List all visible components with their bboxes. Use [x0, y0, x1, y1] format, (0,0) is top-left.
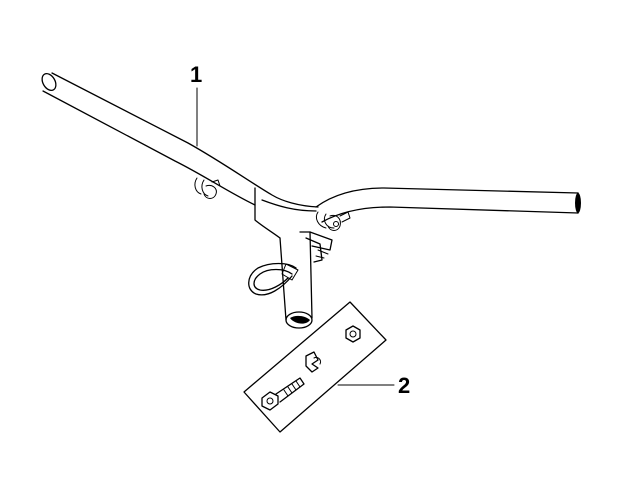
callout-1: 1: [190, 62, 202, 147]
left-grip-end: [41, 72, 57, 92]
handlebar[interactable]: [39, 71, 581, 329]
callout-2: 2: [337, 373, 410, 398]
lock-nut: [345, 325, 361, 343]
callout-1-label: 1: [190, 62, 202, 87]
hardware-kit[interactable]: [243, 301, 387, 433]
stem-bracket: [299, 231, 333, 251]
kit-bag-outline: [243, 301, 387, 433]
callout-2-label: 2: [398, 373, 410, 398]
bolt: [261, 377, 305, 411]
stem-opening: [285, 311, 313, 329]
center-section: [254, 187, 281, 239]
cable-guide-loop: [248, 262, 297, 296]
clip-nut: [305, 351, 321, 373]
right-clamp: [315, 211, 335, 229]
left-bar: [51, 72, 319, 208]
right-bar: [315, 187, 579, 208]
stem-tube: [279, 231, 313, 321]
left-clamp: [194, 177, 209, 197]
